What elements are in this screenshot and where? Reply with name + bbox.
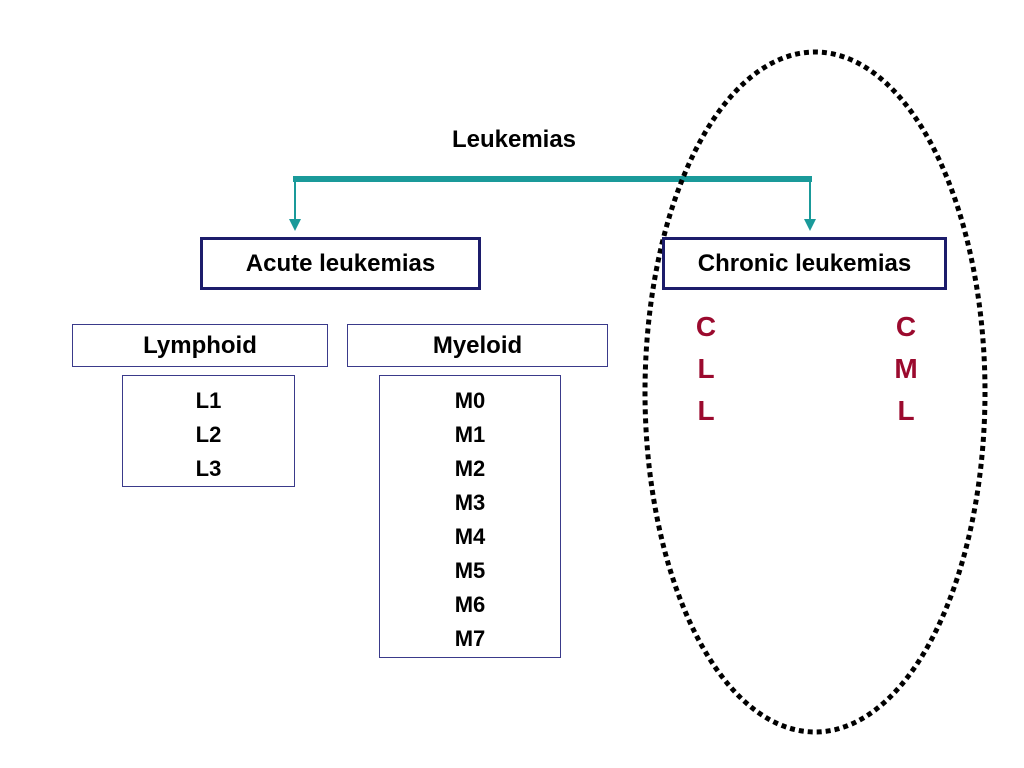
cll-letter: L — [697, 395, 715, 426]
chronic-arrowhead — [804, 219, 816, 231]
list-item: M2 — [454, 456, 486, 481]
root-title: Leukemias — [451, 126, 577, 153]
acute-leukemias-label: Acute leukemias — [245, 249, 436, 277]
list-item: L3 — [195, 456, 222, 481]
list-item: M4 — [454, 524, 486, 549]
list-item: M0 — [454, 388, 486, 413]
list-item: M6 — [454, 592, 486, 617]
cml-letter: M — [894, 353, 918, 384]
myeloid-subtypes-list: M0 M1 M2 M3 M4 M5 M6 M7 — [379, 375, 561, 658]
chronic-dotted-ellipse — [642, 49, 988, 735]
chronic-leukemias-box: Chronic leukemias — [662, 237, 947, 290]
chronic-leukemias-label: Chronic leukemias — [697, 249, 912, 277]
cml-abbreviation: C M L — [886, 306, 926, 432]
list-item: M5 — [454, 558, 486, 583]
lymphoid-label: Lymphoid — [143, 331, 257, 359]
acute-leukemias-box: Acute leukemias — [200, 237, 481, 290]
cml-letter: C — [895, 311, 917, 342]
cll-abbreviation: C L L — [686, 306, 726, 432]
myeloid-box: Myeloid — [347, 324, 608, 367]
list-item: M3 — [454, 490, 486, 515]
cml-letter: L — [897, 395, 915, 426]
list-item: M1 — [454, 422, 486, 447]
acute-arrowhead — [289, 219, 301, 231]
myeloid-label: Myeloid — [432, 331, 523, 359]
cll-letter: C — [695, 311, 717, 342]
lymphoid-subtypes-list: L1 L2 L3 — [122, 375, 295, 487]
list-item: L1 — [195, 388, 222, 413]
cll-letter: L — [697, 353, 715, 384]
lymphoid-box: Lymphoid — [72, 324, 328, 367]
list-item: L2 — [195, 422, 222, 447]
list-item: M7 — [454, 626, 486, 651]
